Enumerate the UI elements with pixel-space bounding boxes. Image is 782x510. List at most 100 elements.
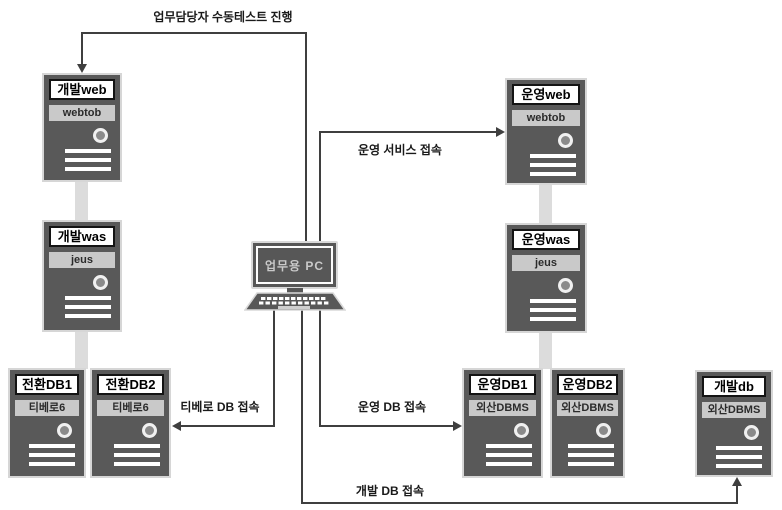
server-middleware-badge: jeus: [49, 252, 115, 268]
line-ops-db-horizontal: [319, 425, 455, 427]
power-led-icon: [514, 423, 529, 438]
server-middleware-badge: 외산DBMS: [702, 402, 766, 418]
line-manual-test-horizontal: [81, 32, 307, 34]
connector-bar-devweb-devwas: [75, 181, 88, 221]
server-vents-icon: [530, 154, 576, 181]
vent-bar: [530, 308, 576, 312]
server-dev-web: 개발web webtob: [42, 73, 122, 182]
vent-bar: [486, 462, 532, 466]
server-vents-icon: [114, 444, 160, 471]
server-title: 운영DB1: [469, 374, 536, 395]
arrowhead-icon-into-opsdb1: [453, 421, 462, 431]
arrowhead-icon-into-convdb2: [172, 421, 181, 431]
vent-bar: [65, 167, 111, 171]
server-vents-icon: [568, 444, 614, 471]
line-manual-test-left-vertical: [81, 32, 83, 66]
connection-label-ops-service: 운영 서비스 접속: [358, 143, 442, 157]
server-middleware-badge: webtob: [49, 105, 115, 121]
connector-bar-devwas-convdb: [75, 331, 88, 369]
line-ops-service-horizontal: [319, 131, 497, 133]
vent-bar: [65, 296, 111, 300]
server-dev-was: 개발was jeus: [42, 220, 122, 332]
power-led-icon: [744, 425, 759, 440]
power-led-icon: [93, 275, 108, 290]
server-title: 전환DB2: [97, 374, 164, 395]
vent-bar: [65, 149, 111, 153]
vent-bar: [486, 444, 532, 448]
vent-bar: [530, 317, 576, 321]
vent-bar: [29, 462, 75, 466]
server-title: 개발web: [49, 79, 115, 100]
power-led-icon: [558, 133, 573, 148]
line-manual-test-right-vertical: [305, 32, 307, 242]
vent-bar: [114, 462, 160, 466]
vent-bar: [716, 464, 762, 468]
vent-bar: [65, 305, 111, 309]
server-dev-db: 개발db 외산DBMS: [695, 370, 773, 477]
server-vents-icon: [65, 296, 111, 323]
server-vents-icon: [716, 446, 762, 473]
server-vents-icon: [65, 149, 111, 176]
server-middleware-badge: 티베로6: [15, 400, 79, 416]
line-dev-db-right-vertical: [736, 485, 738, 504]
server-ops-db2: 운영DB2 외산DBMS: [550, 368, 625, 478]
keyboard-icon: [244, 292, 346, 311]
server-title: 개발db: [702, 376, 766, 397]
monitor-icon: 업무용 PC: [251, 241, 338, 289]
vent-bar: [716, 446, 762, 450]
arrowhead-icon-into-devdb: [732, 477, 742, 486]
vent-bar: [530, 163, 576, 167]
power-led-icon: [93, 128, 108, 143]
power-led-icon: [596, 423, 611, 438]
server-title: 개발was: [49, 226, 115, 247]
server-conv-db2: 전환DB2 티베로6: [90, 368, 171, 478]
connection-label-manual-test: 업무담당자 수동테스트 진행: [153, 10, 293, 24]
vent-bar: [65, 314, 111, 318]
server-middleware-badge: jeus: [512, 255, 580, 271]
server-title: 운영web: [512, 84, 580, 105]
line-tibero-horizontal: [180, 425, 275, 427]
line-ops-service-vertical: [319, 131, 321, 242]
monitor-stand: [287, 288, 303, 294]
vent-bar: [29, 444, 75, 448]
server-title: 전환DB1: [15, 374, 79, 395]
server-vents-icon: [29, 444, 75, 471]
power-led-icon: [57, 423, 72, 438]
server-middleware-badge: webtob: [512, 110, 580, 126]
line-tibero-vertical: [273, 310, 275, 427]
vent-bar: [530, 172, 576, 176]
line-dev-db-horizontal: [301, 502, 738, 504]
vent-bar: [568, 444, 614, 448]
line-ops-db-vertical: [319, 310, 321, 427]
server-middleware-badge: 외산DBMS: [557, 400, 618, 416]
vent-bar: [530, 154, 576, 158]
connection-label-ops-db: 운영 DB 접속: [357, 400, 427, 414]
vent-bar: [568, 453, 614, 457]
vent-bar: [114, 453, 160, 457]
server-title: 운영was: [512, 229, 580, 250]
vent-bar: [530, 299, 576, 303]
pc-screen: 업무용 PC: [256, 246, 333, 284]
server-ops-web: 운영web webtob: [505, 78, 587, 185]
server-middleware-badge: 외산DBMS: [469, 400, 536, 416]
arrowhead-icon-into-opsweb: [496, 127, 505, 137]
vent-bar: [65, 158, 111, 162]
connection-label-tibero-db: 티베로 DB 접속: [180, 400, 260, 414]
vent-bar: [716, 455, 762, 459]
vent-bar: [114, 444, 160, 448]
connection-label-dev-db: 개발 DB 접속: [355, 484, 425, 498]
connector-bar-opswas-opsdb: [539, 332, 552, 369]
vent-bar: [29, 453, 75, 457]
server-conv-db1: 전환DB1 티베로6: [8, 368, 86, 478]
server-vents-icon: [486, 444, 532, 471]
pc-label: 업무용 PC: [264, 258, 325, 273]
server-title: 운영DB2: [557, 374, 618, 395]
line-dev-db-left-vertical: [301, 310, 303, 504]
vent-bar: [486, 453, 532, 457]
arrowhead-icon-into-devweb: [77, 64, 87, 73]
power-led-icon: [142, 423, 157, 438]
connector-bar-opsweb-opswas: [539, 184, 552, 224]
power-led-icon: [558, 278, 573, 293]
server-ops-db1: 운영DB1 외산DBMS: [462, 368, 543, 478]
